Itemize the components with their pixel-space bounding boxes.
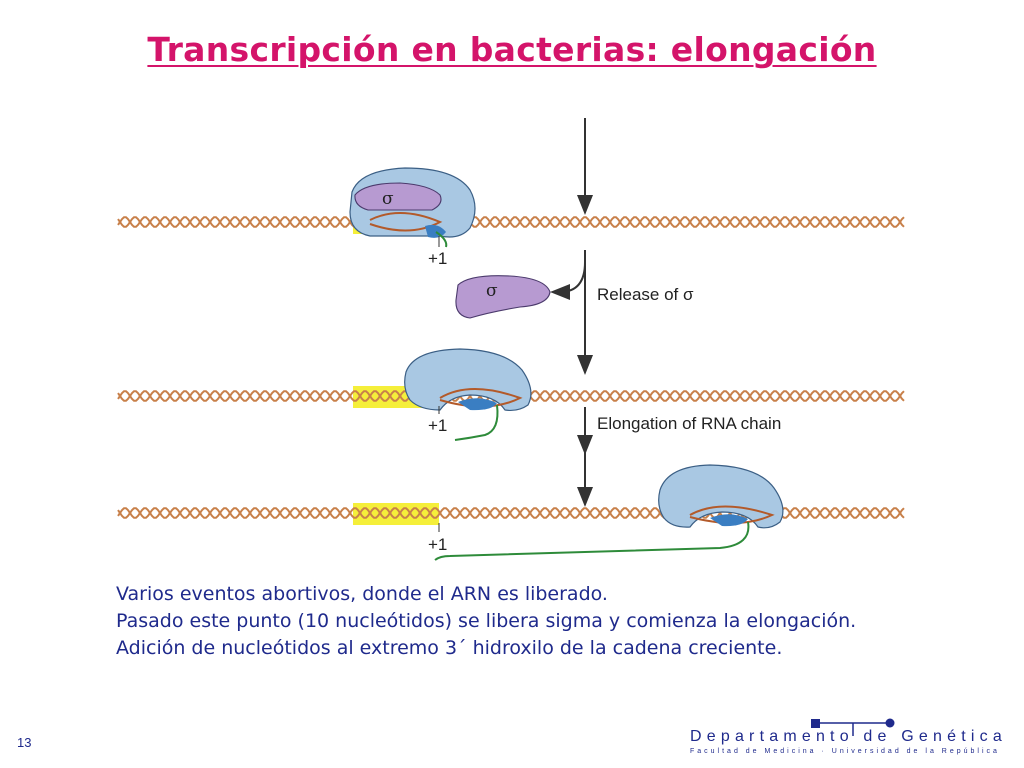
step-label-release: Release of σ — [597, 285, 694, 304]
rna-polymerase-core-3 — [434, 464, 784, 561]
rna-chain — [454, 404, 499, 441]
rna-polymerase-core-2 — [404, 348, 532, 441]
dna-row-1 — [117, 212, 905, 234]
faculty-name: Facultad de Medicina · Universidad de la… — [690, 748, 1000, 755]
sigma-symbol: σ — [382, 189, 394, 209]
transcription-elongation-diagram: Release of σ Elongation of RNA chain σ +… — [117, 118, 905, 561]
release-arrow — [550, 261, 586, 300]
start-site-label: +1 — [428, 416, 447, 435]
released-sigma: σ — [455, 275, 551, 319]
caption-line: Pasado este punto (10 nucleótidos) se li… — [116, 610, 857, 632]
start-site-label: +1 — [428, 535, 447, 554]
transcription-bubble — [369, 211, 443, 232]
pedigree-icon — [811, 718, 895, 736]
dna-row-3 — [117, 503, 905, 525]
caption-line: Adición de nucleótidos al extremo 3´ hid… — [116, 637, 783, 659]
caption: Varios eventos abortivos, donde el ARN e… — [116, 581, 996, 662]
sigma-symbol: σ — [486, 281, 498, 301]
department-logo: Departamento de Genética Facultad de Med… — [690, 716, 1002, 764]
dna-helix — [117, 216, 905, 228]
step-label-elongation: Elongation of RNA chain — [597, 414, 781, 433]
dna-helix — [117, 216, 905, 228]
active-site — [458, 398, 497, 411]
slide-title: Transcripción en bacterias: elongación — [147, 30, 877, 69]
rna-chain — [434, 521, 750, 561]
active-site — [710, 514, 748, 527]
rna-chain — [435, 231, 448, 248]
start-site-label: +1 — [428, 249, 447, 268]
sigma-factor — [354, 182, 442, 211]
rna-polymerase — [658, 464, 784, 529]
sigma-factor — [455, 275, 551, 319]
promoter-highlight — [353, 503, 439, 525]
caption-line: Varios eventos abortivos, donde el ARN e… — [116, 583, 608, 605]
rna-polymerase-holoenzyme: σ — [349, 167, 476, 248]
department-name: Departamento de Genética — [690, 728, 1007, 745]
rna-polymerase — [404, 348, 532, 412]
page-number: 13 — [17, 735, 32, 750]
